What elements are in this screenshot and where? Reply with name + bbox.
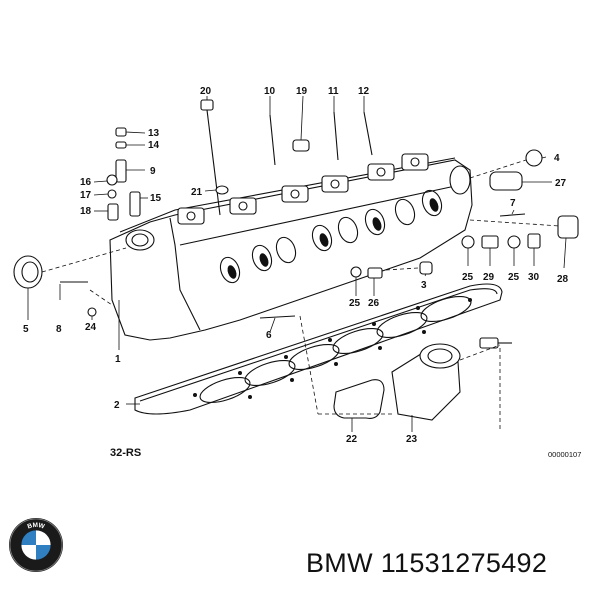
callout-25: 25	[349, 298, 361, 309]
callout-4: 4	[554, 153, 560, 164]
callout-26: 26	[368, 298, 380, 309]
callout-11: 11	[328, 86, 339, 97]
callout-15: 15	[150, 193, 162, 204]
callout-9: 9	[150, 166, 156, 177]
bmw-logo-icon: BMW	[9, 518, 63, 572]
callout-10: 10	[264, 86, 276, 97]
callout-8: 8	[56, 324, 62, 335]
product-caption: BMW 11531275492	[306, 548, 547, 579]
callout-24: 24	[85, 322, 97, 333]
document-number: 00000107	[548, 450, 581, 459]
callout-1: 1	[115, 354, 121, 365]
part-number: 11531275492	[380, 548, 548, 578]
callout-12: 12	[358, 86, 370, 97]
callout-18: 18	[80, 206, 92, 217]
callout-25: 25	[508, 272, 520, 283]
callout-29: 29	[483, 272, 495, 283]
brand-name: BMW	[306, 548, 373, 578]
callout-3: 3	[421, 280, 427, 291]
callout-30: 30	[528, 272, 540, 283]
callout-16: 16	[80, 177, 92, 188]
callout-14: 14	[148, 140, 160, 151]
callout-23: 23	[406, 434, 418, 445]
callout-25: 25	[462, 272, 474, 283]
callout-2: 2	[114, 400, 120, 411]
exploded-parts-diagram: 1 2 3 4 5 6 7 8 9 10 11 12 13 14 15 16 1…	[13, 86, 581, 459]
callout-7: 7	[510, 198, 516, 209]
dashed-lines	[41, 159, 561, 430]
callout-22: 22	[346, 434, 358, 445]
callout-13: 13	[148, 128, 160, 139]
callout-6: 6	[266, 330, 272, 341]
head-gasket-part	[134, 283, 503, 415]
callout-17: 17	[80, 190, 92, 201]
callout-21: 21	[191, 187, 203, 198]
group-label: 32-RS	[110, 447, 141, 459]
callout-labels: 1 2 3 4 5 6 7 8 9 10 11 12 13 14 15 16 1…	[23, 86, 569, 445]
cylinder-head-part	[109, 153, 473, 341]
leader-lines	[27, 95, 567, 432]
callout-28: 28	[557, 274, 569, 285]
callout-27: 27	[555, 178, 567, 189]
callout-19: 19	[296, 86, 308, 97]
callout-20: 20	[200, 86, 212, 97]
logo-text: BMW	[27, 522, 47, 531]
callout-5: 5	[23, 324, 29, 335]
